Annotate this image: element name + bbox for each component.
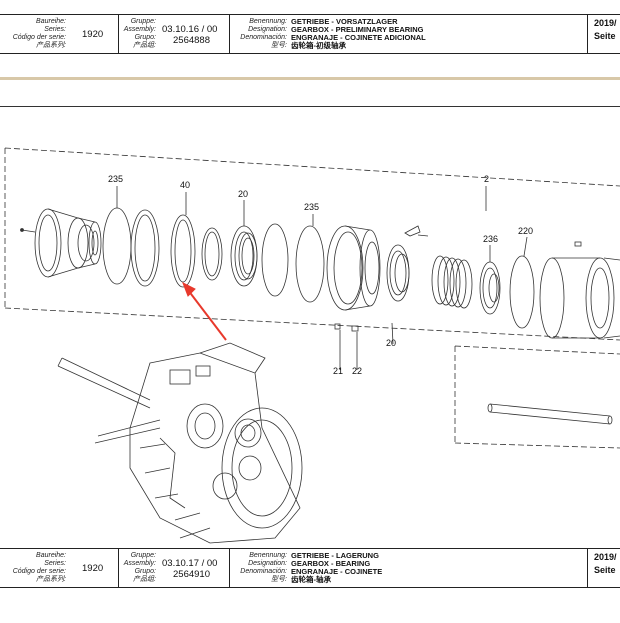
- page-label: Seite: [594, 565, 616, 575]
- series-column: Baureihe: Series: Código der serie: 产品系列…: [0, 549, 118, 587]
- housing-flange: [326, 225, 381, 311]
- designation-es: ENGRANAJE - COJINETE: [291, 567, 383, 576]
- designation-label-es: Denominación:: [240, 568, 287, 575]
- series-label-de: Baureihe:: [36, 18, 66, 25]
- group-label-de: Gruppe:: [130, 18, 156, 25]
- designation-de: GETRIEBE - VORSATZLAGER: [291, 17, 398, 26]
- separator: [118, 15, 119, 53]
- bearing-20-left: [230, 225, 258, 287]
- designation-es: ENGRANAJE - COJINETE ADICIONAL: [291, 33, 426, 42]
- housing-right: [539, 257, 620, 339]
- title-block-top: Baureihe: Series: Código der serie: 产品系列…: [0, 14, 620, 54]
- group-label-de: Gruppe:: [130, 552, 156, 559]
- shaft-boundary: [454, 345, 620, 449]
- exploded-parts-drawing: 235 40 20 235 2 236 220 20 21 22: [4, 147, 620, 544]
- callout-40: 40: [180, 180, 190, 190]
- marker: [574, 241, 582, 247]
- divider-band: [0, 77, 620, 80]
- callout-21: 21: [333, 366, 343, 376]
- assembly-number: 03.10.17 / 00: [162, 558, 218, 569]
- hub-part: [20, 208, 102, 278]
- designation-column: Benennung: Designation: Denominación: 型号…: [229, 549, 587, 587]
- designation-zh: 齿轮箱-轴承: [291, 575, 331, 584]
- designation-label-en: Designation:: [248, 26, 287, 33]
- separator: [118, 549, 119, 587]
- group-label-en: Assembly:: [123, 560, 156, 567]
- outer-ring: [261, 223, 289, 297]
- callout-22: 22: [352, 366, 362, 376]
- screw-22: [351, 325, 359, 332]
- spacer-ring: [201, 227, 223, 281]
- callout-235-left: 235: [108, 174, 123, 184]
- designation-label-de: Benennung:: [249, 18, 287, 25]
- callout-20-right: 20: [386, 338, 396, 348]
- series-column: Baureihe: Series: Código der serie: 产品系列…: [0, 15, 118, 53]
- designation-label-zh: 型号:: [271, 576, 287, 583]
- gearbox-illustration: [57, 342, 303, 544]
- separator: [587, 549, 588, 587]
- designation-en: GEARBOX - BEARING: [291, 559, 371, 568]
- designation-label-de: Benennung:: [249, 552, 287, 559]
- series-label-es: Código der serie:: [12, 568, 66, 575]
- callout-235-right: 235: [304, 202, 319, 212]
- ring-part: [130, 209, 160, 287]
- designation-label-es: Denominación:: [240, 34, 287, 41]
- group-label-en: Assembly:: [123, 26, 156, 33]
- group-label-es: Grupo:: [134, 34, 156, 41]
- group-column: Gruppe: Assembly: Grupo: 产品组: 03.10.16 /…: [118, 15, 229, 53]
- seal-ring-235-right: [295, 225, 325, 303]
- bearing-236: [479, 261, 501, 315]
- series-label-en: Series:: [44, 560, 66, 567]
- designation-label-en: Designation:: [248, 560, 287, 567]
- bearing-20-right: [386, 244, 410, 302]
- series-label-en: Series:: [44, 26, 66, 33]
- bolt-part: [404, 225, 421, 237]
- assembly-number: 03.10.16 / 00: [162, 24, 218, 35]
- callout-220: 220: [518, 226, 533, 236]
- designation-de: GETRIEBE - LAGERUNG: [291, 551, 379, 560]
- designation-en: GEARBOX - PRELIMINARY BEARING: [291, 25, 424, 34]
- series-label-de: Baureihe:: [36, 552, 66, 559]
- series-label-es: Código der serie:: [12, 34, 66, 41]
- callout-2: 2: [484, 174, 489, 184]
- designation-column: Benennung: Designation: Denominación: 型号…: [229, 15, 587, 53]
- designation-label-zh: 型号:: [271, 42, 287, 49]
- seal-ring-235: [102, 207, 132, 285]
- page-label: Seite: [594, 31, 616, 41]
- separator: [229, 549, 230, 587]
- designation-zh: 齿轮箱-初级轴承: [291, 41, 346, 50]
- callout-236: 236: [483, 234, 498, 244]
- group-label-es: Grupo:: [134, 568, 156, 575]
- drawing-frame-top: [0, 106, 620, 107]
- year: 2019/: [594, 552, 617, 562]
- group-number: 2564888: [173, 35, 210, 46]
- year: 2019/: [594, 18, 617, 28]
- seal-220: [509, 255, 535, 329]
- assembly-boundary: [4, 147, 620, 341]
- spring-part: [431, 255, 473, 309]
- group-label-zh: 产品组:: [133, 42, 156, 49]
- callout-20-left: 20: [238, 189, 248, 199]
- group-column: Gruppe: Assembly: Grupo: 产品组: 03.10.17 /…: [118, 549, 229, 587]
- title-block-bottom: Baureihe: Series: Código der serie: 产品系列…: [0, 548, 620, 588]
- series-value: 1920: [82, 563, 104, 574]
- separator: [229, 15, 230, 53]
- series-label-zh: 产品系列:: [36, 42, 66, 49]
- separator: [587, 15, 588, 53]
- shaft-part: [487, 403, 613, 425]
- group-number: 2564910: [173, 569, 210, 580]
- series-label-zh: 产品系列:: [36, 576, 66, 583]
- series-value: 1920: [82, 29, 104, 40]
- highlight-arrow: [182, 281, 227, 341]
- screw-21: [334, 323, 341, 330]
- ring-40: [170, 214, 196, 288]
- group-label-zh: 产品组:: [133, 576, 156, 583]
